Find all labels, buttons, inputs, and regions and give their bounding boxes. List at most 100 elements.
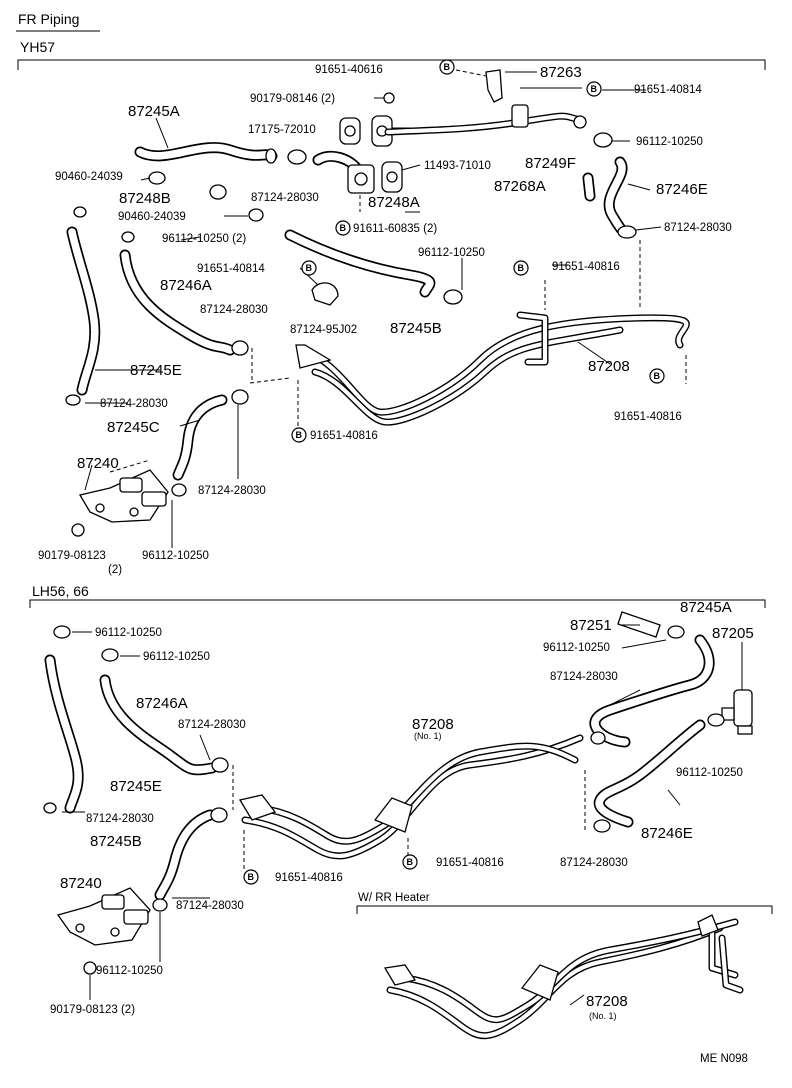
label-90460-24039: 90460-24039 [118, 211, 186, 223]
hose-clamp [121, 231, 135, 243]
hose-clamp [287, 149, 307, 165]
label-90460-24039: 90460-24039 [55, 171, 123, 183]
hose-clamp [211, 757, 229, 773]
label-87124-28030: 87124-28030 [178, 719, 246, 731]
svg-text:B: B [296, 430, 303, 440]
label-87240: 87240 [77, 455, 119, 472]
label-96112-10250: 96112-10250 [95, 627, 162, 639]
heater-pipe-87208 [295, 311, 690, 426]
hose-clamp [617, 225, 637, 239]
label-87124-28030: 87124-28030 [550, 671, 618, 683]
label-91651-40616: 91651-40616 [315, 64, 383, 76]
label-91651-40816: 91651-40816 [552, 261, 620, 273]
label-87248A: 87248A [368, 194, 420, 211]
section-frame-lh [29, 599, 766, 608]
label-87246E: 87246E [641, 825, 693, 842]
label-87245C: 87245C [107, 419, 160, 436]
label-87208: 87208 [412, 716, 454, 733]
label-96112-10250: 96112-10250 [418, 247, 485, 259]
heater-valve-87240 [78, 469, 169, 523]
hose-87268A [582, 172, 596, 202]
hose-87245C [172, 394, 228, 481]
label-87240: 87240 [60, 875, 102, 892]
heater-valve-87240 [56, 887, 151, 946]
label-90179-08123-qty: (2) [108, 564, 122, 576]
label-96112-10250: 96112-10250 [143, 651, 210, 663]
hose-clamp [53, 625, 71, 639]
hose-87245A [134, 142, 278, 164]
label-87245A: 87245A [680, 599, 732, 616]
yh57-labels: 91651-40616 87263 91651-40814 90179-0814… [38, 59, 732, 576]
label-96112-10250: 96112-10250 [543, 642, 610, 654]
bolt-symbol: B [513, 260, 529, 276]
label-90179-08123: 90179-08123 (2) [50, 1004, 135, 1016]
hose-clamp [667, 625, 685, 639]
svg-text:B: B [518, 263, 525, 273]
hose-clamp [593, 132, 613, 148]
bolt-symbol: B [301, 260, 317, 276]
bolt-symbol: B [335, 220, 351, 236]
label-96112-10250: 96112-10250 [142, 550, 209, 562]
svg-text:B: B [654, 371, 661, 381]
hose-87246E [603, 156, 634, 238]
section-frame-yh57 [17, 59, 766, 70]
label-96112-10250: 96112-10250 [676, 767, 743, 779]
hose-87246E [593, 719, 706, 828]
hose-87245E [44, 654, 84, 814]
label-87251: 87251 [570, 617, 612, 634]
label-87263: 87263 [540, 64, 582, 81]
label-96112-10250: 96112-10250 (2) [162, 233, 246, 245]
drawing-code: ME N098 [700, 1053, 748, 1065]
hose-87246A [119, 249, 236, 356]
label-87245A: 87245A [128, 103, 180, 120]
hose-87245A [589, 634, 715, 748]
label-91651-40816: 91651-40816 [436, 857, 504, 869]
water-outlet-87248A [312, 150, 375, 194]
nut-90179 [71, 523, 85, 537]
hose-clamp [43, 802, 57, 814]
svg-text:B: B [248, 872, 255, 882]
section-title-lh: LH56, 66 [32, 583, 89, 599]
hose-clamp [593, 819, 611, 833]
label-87124-28030: 87124-28030 [200, 304, 268, 316]
label-91611-60835: 91611-60835 (2) [353, 223, 437, 235]
hose-clamp [171, 483, 187, 497]
bolt-symbol: B [243, 869, 259, 885]
label-87245E: 87245E [110, 778, 162, 795]
section-title-rr-heater: W/ RR Heater [358, 892, 430, 904]
label-87245B: 87245B [390, 320, 442, 337]
heater-pipe-87208-no1 [238, 734, 584, 860]
label-91651-40816: 91651-40816 [310, 430, 378, 442]
hose-87245E [66, 226, 101, 396]
label-87124-28030: 87124-28030 [560, 857, 628, 869]
label-11493-71010: 11493-71010 [424, 160, 491, 172]
label-87248B: 87248B [119, 190, 171, 207]
label-87124-28030: 87124-28030 [100, 398, 168, 410]
label-91651-40816: 91651-40816 [275, 872, 343, 884]
label-87124-28030: 87124-28030 [86, 813, 154, 825]
nut-90179 [83, 961, 97, 975]
bracket-87263 [485, 69, 503, 103]
heater-pipe-87208-rr [383, 914, 744, 1040]
label-90179-08146: 90179-08146 (2) [250, 93, 335, 105]
label-17175-72010: 17175-72010 [248, 124, 316, 136]
label-87268A: 87268A [494, 178, 546, 195]
hose-clamp [210, 807, 228, 823]
bolt-symbol: B [649, 368, 665, 384]
hose-clamp [231, 389, 249, 405]
svg-text:B: B [444, 62, 451, 72]
bolt-symbol: B [402, 854, 418, 870]
label-87124-95J02: 87124-95J02 [290, 324, 357, 336]
hose-clamp [152, 898, 168, 912]
diagram-title: FR Piping [18, 11, 79, 27]
label-87124-28030: 87124-28030 [664, 222, 732, 234]
bolt-symbol: B [439, 59, 455, 75]
label-87245B: 87245B [90, 833, 142, 850]
hose-clamp [73, 206, 87, 218]
bolt-90179 [383, 92, 395, 104]
hose-clamp [590, 731, 606, 745]
label-87208-rr: 87208 [586, 993, 628, 1010]
label-91651-40814: 91651-40814 [197, 263, 265, 275]
label-87205: 87205 [712, 625, 754, 642]
